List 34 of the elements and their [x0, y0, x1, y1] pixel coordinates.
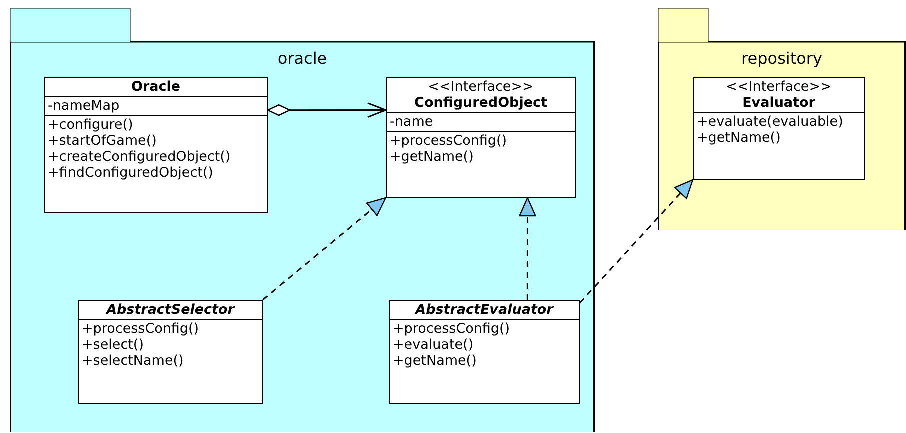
realization-arrow	[519, 197, 536, 300]
stereotype: <<Interface>>	[428, 79, 534, 95]
realization-arrow	[579, 179, 694, 304]
method: +getName()	[697, 130, 781, 146]
class-name: AbstractSelector	[106, 302, 234, 318]
class-name: ConfiguredObject	[414, 95, 548, 111]
package-name: oracle	[278, 49, 328, 69]
class-name: Evaluator	[742, 95, 816, 111]
method: +startOfGame()	[48, 133, 157, 149]
method: +getName()	[390, 149, 474, 165]
class-name: Oracle	[131, 79, 181, 95]
method: +processConfig()	[393, 321, 510, 337]
attribute: -nameMap	[48, 98, 120, 114]
package-name: repository	[742, 49, 822, 69]
class-box	[389, 300, 580, 404]
method: +createConfiguredObject()	[48, 149, 231, 165]
class-box	[44, 77, 268, 213]
aggregation-arrow	[267, 102, 387, 118]
attribute: -name	[390, 114, 434, 130]
realization-arrow	[262, 197, 387, 301]
method: +configure()	[48, 117, 134, 133]
class-name: AbstractEvaluator	[416, 302, 554, 318]
method: +processConfig()	[82, 321, 200, 337]
method: +findConfiguredObject()	[48, 165, 214, 181]
method: +processConfig()	[390, 133, 508, 149]
method: +getName()	[393, 353, 477, 369]
stereotype: <<Interface>>	[726, 79, 832, 95]
class-box	[78, 300, 263, 404]
method: +evaluate()	[393, 337, 474, 353]
interface-box	[386, 77, 576, 198]
method: +select()	[82, 337, 144, 353]
method: +selectName()	[82, 353, 184, 369]
interface-box	[693, 77, 865, 180]
method: +evaluate(evaluable)	[697, 114, 844, 130]
